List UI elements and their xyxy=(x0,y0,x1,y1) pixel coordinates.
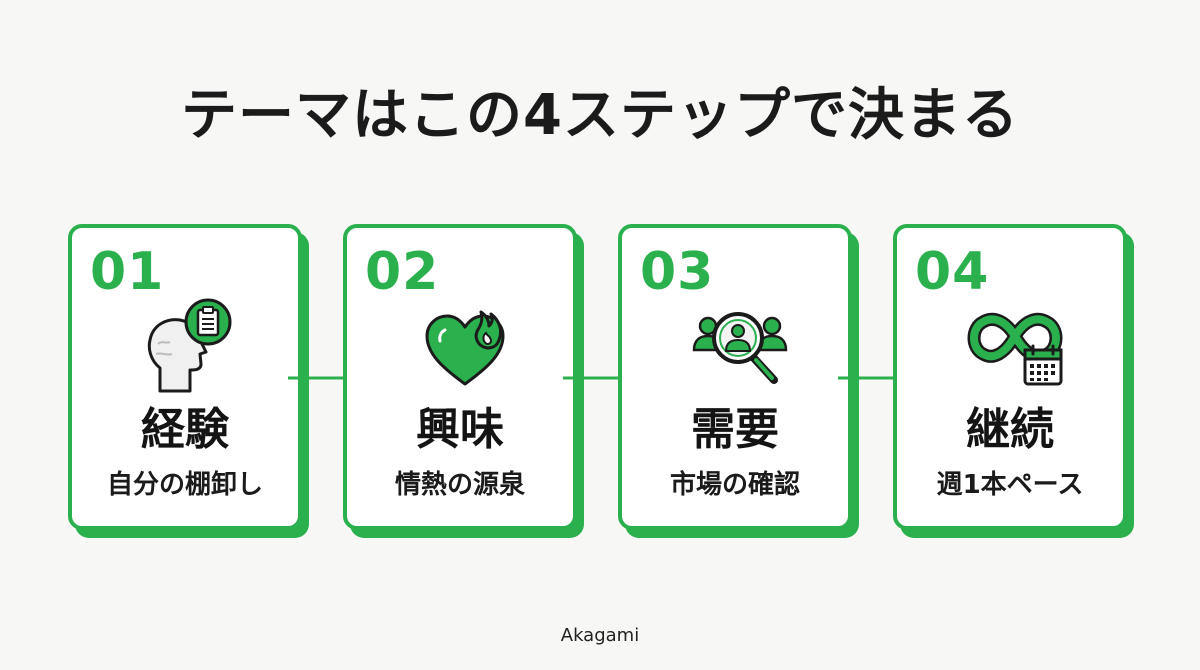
step-subtitle: 市場の確認 xyxy=(669,470,800,500)
footer-brand: Akagami xyxy=(560,625,640,646)
step-title: 経験 xyxy=(141,404,229,455)
step-subtitle: 自分の棚卸し xyxy=(106,470,263,500)
step-number: 02 xyxy=(365,242,440,302)
head-clipboard-icon xyxy=(147,298,232,393)
heart-flame-icon xyxy=(425,310,505,386)
step-card-1: 01 経験 自分の棚卸し xyxy=(68,224,309,538)
step-subtitle: 週1本ペース xyxy=(936,470,1084,500)
step-number: 01 xyxy=(90,242,165,302)
step-card-2: 02 興味 情熱の源泉 xyxy=(343,224,584,538)
infinity-calendar-icon xyxy=(967,312,1063,386)
step-card-3: 03 需要 市場の確認 xyxy=(618,224,859,538)
card-body: 01 経験 自分の棚卸し xyxy=(68,224,302,530)
step-title: 需要 xyxy=(691,404,779,455)
magnifier-people-icon xyxy=(692,312,788,384)
step-card-4: 04 継続 週1本ペース xyxy=(893,224,1134,538)
page-title: テーマはこの4ステップで決まる xyxy=(181,83,1019,148)
step-number: 03 xyxy=(640,242,715,302)
card-body: 02 興味 情熱の源泉 xyxy=(343,224,577,530)
step-title: 継続 xyxy=(966,404,1054,455)
card-body: 04 継続 週1本ペース xyxy=(893,224,1127,530)
step-title: 興味 xyxy=(416,404,504,455)
step-subtitle: 情熱の源泉 xyxy=(394,470,525,500)
step-number: 04 xyxy=(915,242,990,302)
card-body: 03 需要 市場の確認 xyxy=(618,224,852,530)
